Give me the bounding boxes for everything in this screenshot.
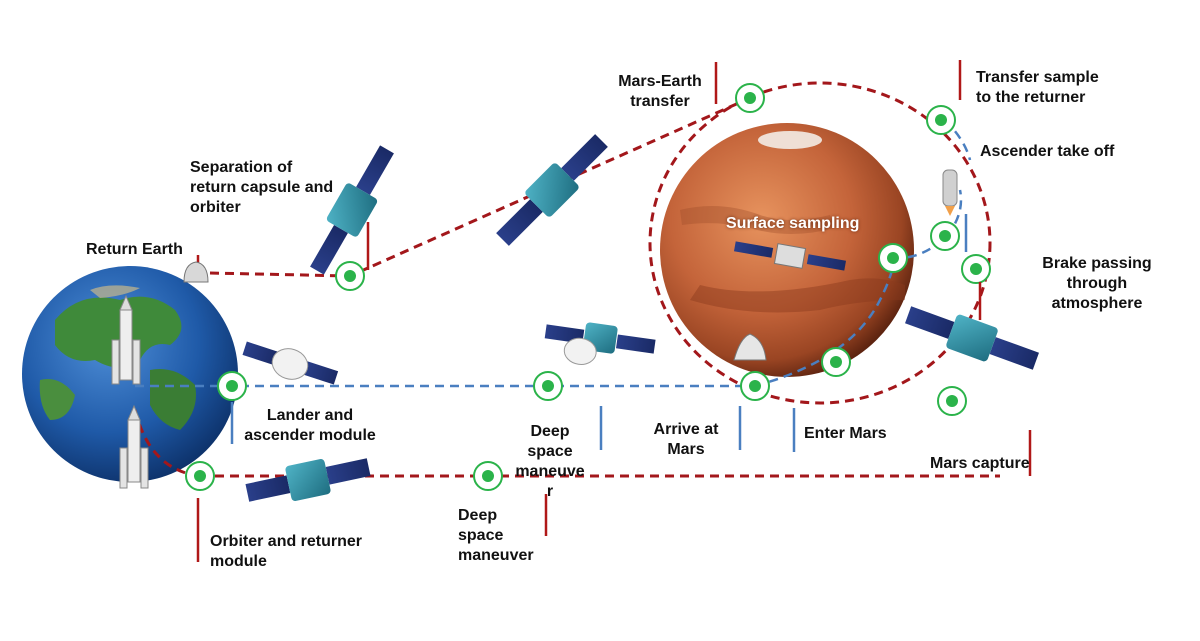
label-enter-mars: Enter Mars: [804, 425, 887, 442]
node: [740, 371, 770, 401]
trajectory-nodes: [185, 83, 991, 491]
rocket-icon: [111, 294, 141, 385]
label-mars-earth-transfer: Mars-Earth transfer: [618, 73, 702, 110]
label-brake-passing: Brake passing through atmosphere: [1042, 255, 1152, 312]
label-surface-sampling: Surface sampling: [726, 215, 860, 232]
ascender-icon: [942, 169, 958, 216]
label-deep-space-upper: Deep space maneuve r: [515, 423, 585, 500]
label-return-earth: Return Earth: [86, 241, 183, 258]
label-mars-capture: Mars capture: [930, 455, 1030, 472]
label-orbiter-returner: Orbiter and returner module: [210, 533, 363, 570]
node: [217, 371, 247, 401]
node: [335, 261, 365, 291]
node: [185, 461, 215, 491]
orbiter-icon: [905, 306, 1039, 370]
orbiter-icon: [245, 458, 371, 502]
label-transfer-sample: Transfer sample to the returner: [976, 69, 1099, 106]
lander-icon: [733, 241, 847, 271]
node: [930, 221, 960, 251]
lander-icon: [544, 322, 656, 365]
label-deep-space-lower: Deep space maneuver: [458, 507, 534, 564]
node: [878, 243, 908, 273]
node: [926, 105, 956, 135]
label-lander-ascender: Lander and ascender module: [244, 407, 376, 444]
node: [961, 254, 991, 284]
node: [473, 461, 503, 491]
rocket-icon: [119, 404, 149, 489]
orbiter-icon: [496, 134, 608, 246]
label-arrive-at-mars: Arrive at Mars: [653, 421, 719, 458]
capsule-icon: [733, 333, 767, 361]
orbiter-icon: [310, 145, 394, 275]
lander-icon: [242, 341, 339, 385]
label-separation: Separation of return capsule and orbiter: [190, 159, 334, 216]
red-tick-markers: [196, 60, 1032, 562]
node: [937, 386, 967, 416]
node: [821, 347, 851, 377]
blue-tick-markers: [230, 214, 968, 452]
node: [533, 371, 563, 401]
capsule-icon: [183, 261, 209, 283]
label-ascender-take-off: Ascender take off: [980, 143, 1115, 160]
node: [735, 83, 765, 113]
